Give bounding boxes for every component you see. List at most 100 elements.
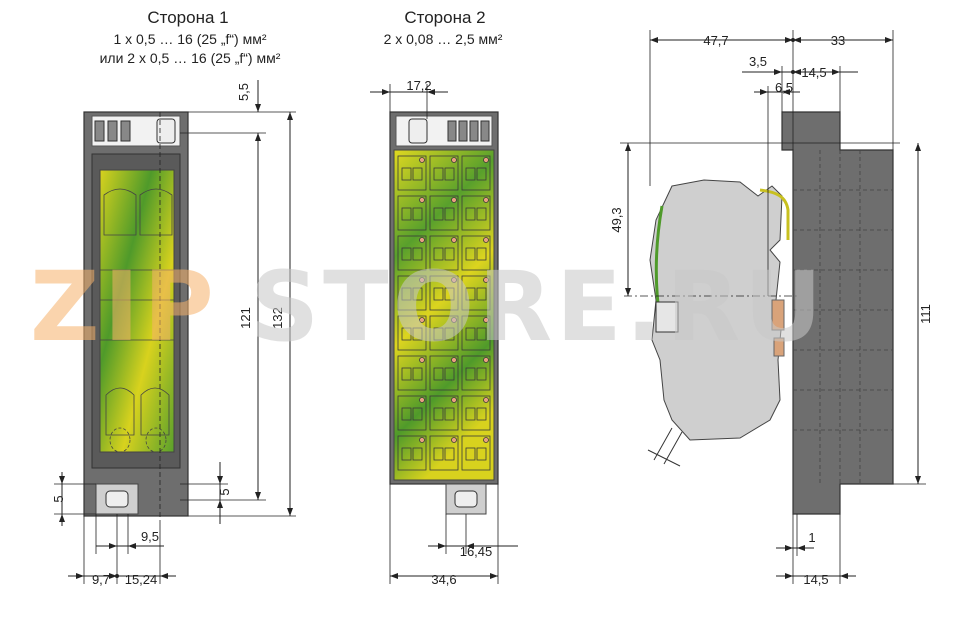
view-side-1: Сторона 1 1 x 0,5 … 16 (25 „f“) мм² или … — [83, 8, 281, 520]
dim-5-5: 5,5 — [236, 83, 251, 101]
side2-top-hole — [408, 118, 428, 144]
terminal-marker — [483, 357, 489, 363]
terminal-marker — [451, 437, 457, 443]
watermark-text-right: STORE.RU — [250, 251, 826, 363]
terminal-cell — [461, 395, 491, 431]
dim-121: 121 — [238, 307, 253, 329]
terminal-cell — [397, 435, 427, 471]
terminal-clamp — [465, 247, 476, 261]
terminal-marker — [451, 157, 457, 163]
dim-5-right: 5 — [217, 488, 232, 495]
terminal-marker — [419, 437, 425, 443]
terminal-clamp — [476, 247, 487, 261]
terminal-clamp — [444, 447, 455, 461]
terminal-cell — [397, 315, 427, 351]
profile-housing — [781, 111, 894, 515]
terminal-cell — [461, 155, 491, 191]
terminal-marker — [419, 237, 425, 243]
terminal-clamp — [444, 367, 455, 381]
terminal-clamp — [476, 447, 487, 461]
terminal-clamp — [476, 167, 487, 181]
profile-latch — [655, 301, 679, 333]
dim-132: 132 — [270, 307, 285, 329]
terminal-marker — [483, 397, 489, 403]
terminal-clamp — [433, 367, 444, 381]
terminal-clamp — [433, 287, 444, 301]
terminal-cell — [397, 275, 427, 311]
terminal-clamp — [444, 287, 455, 301]
terminal-cell — [397, 355, 427, 391]
dim-47-7: 47,7 — [703, 33, 728, 48]
profile-contact — [771, 299, 785, 331]
terminal-clamp — [444, 407, 455, 421]
terminal-marker — [451, 317, 457, 323]
terminal-cell — [429, 195, 459, 231]
terminal-marker — [483, 317, 489, 323]
dim-33: 33 — [831, 33, 845, 48]
side2-title: Сторона 2 — [404, 8, 485, 27]
profile-hidden-lines — [793, 150, 893, 484]
side1-terminal-block — [99, 169, 175, 453]
terminal-clamp — [476, 327, 487, 341]
terminal-marker — [483, 437, 489, 443]
side1-spec-line1: 1 x 0,5 … 16 (25 „f“) мм² — [113, 31, 266, 47]
terminal-marker — [483, 197, 489, 203]
terminal-marker — [483, 237, 489, 243]
terminal-clamp — [401, 287, 412, 301]
dim-1: 1 — [808, 530, 815, 545]
dim-34-6: 34,6 — [431, 572, 456, 587]
terminal-marker — [451, 277, 457, 283]
dim-14-5-top: 14,5 — [801, 65, 826, 80]
terminal-clamp — [444, 247, 455, 261]
terminal-marker — [419, 277, 425, 283]
terminal-clamp — [433, 407, 444, 421]
terminal-marker — [451, 397, 457, 403]
dim-6-5: 6,5 — [775, 80, 793, 95]
terminal-marker — [419, 357, 425, 363]
terminal-cell — [429, 315, 459, 351]
profile-connector — [649, 179, 783, 441]
terminal-clamp — [401, 247, 412, 261]
terminal-cell — [429, 355, 459, 391]
side2-spec-line1: 2 x 0,08 … 2,5 мм² — [384, 31, 503, 47]
side1-mount-hole — [105, 490, 129, 508]
terminal-clamp — [465, 367, 476, 381]
terminal-clamp — [401, 327, 412, 341]
terminal-clamp — [465, 407, 476, 421]
terminal-marker — [451, 197, 457, 203]
side2-terminal-block — [393, 149, 495, 481]
terminal-marker — [483, 157, 489, 163]
dim-111: 111 — [918, 304, 933, 324]
terminal-clamp — [412, 247, 423, 261]
side1-dimensions: 5,5 121 132 5 5 9,5 — [51, 80, 296, 587]
terminal-cell — [461, 275, 491, 311]
side1-clamp-details — [100, 188, 174, 453]
terminal-cell — [429, 275, 459, 311]
terminal-clamp — [401, 407, 412, 421]
side1-title: Сторона 1 — [147, 8, 228, 27]
dim-15-24: 15,24 — [125, 572, 158, 587]
terminal-marker — [419, 397, 425, 403]
dim-16-45: 16,45 — [460, 544, 493, 559]
terminal-clamp — [401, 167, 412, 181]
side1-spec-line2: или 2 x 0,5 … 16 (25 „f“) мм² — [100, 50, 281, 66]
terminal-cell — [461, 355, 491, 391]
terminal-clamp — [476, 287, 487, 301]
side2-mount-hole — [454, 490, 478, 508]
terminal-clamp — [465, 287, 476, 301]
side2-test-slots — [447, 120, 490, 142]
terminal-clamp — [401, 367, 412, 381]
profile-wire-stub — [647, 427, 683, 467]
terminal-clamp — [401, 207, 412, 221]
terminal-clamp — [465, 167, 476, 181]
terminal-clamp — [412, 207, 423, 221]
terminal-clamp — [444, 207, 455, 221]
terminal-cell — [429, 155, 459, 191]
terminal-clamp — [465, 327, 476, 341]
dim-3-5: 3,5 — [749, 54, 767, 69]
terminal-clamp — [433, 207, 444, 221]
dim-49-3: 49,3 — [609, 207, 624, 232]
dim-9-7: 9,7 — [92, 572, 110, 587]
terminal-clamp — [412, 407, 423, 421]
terminal-marker — [451, 357, 457, 363]
